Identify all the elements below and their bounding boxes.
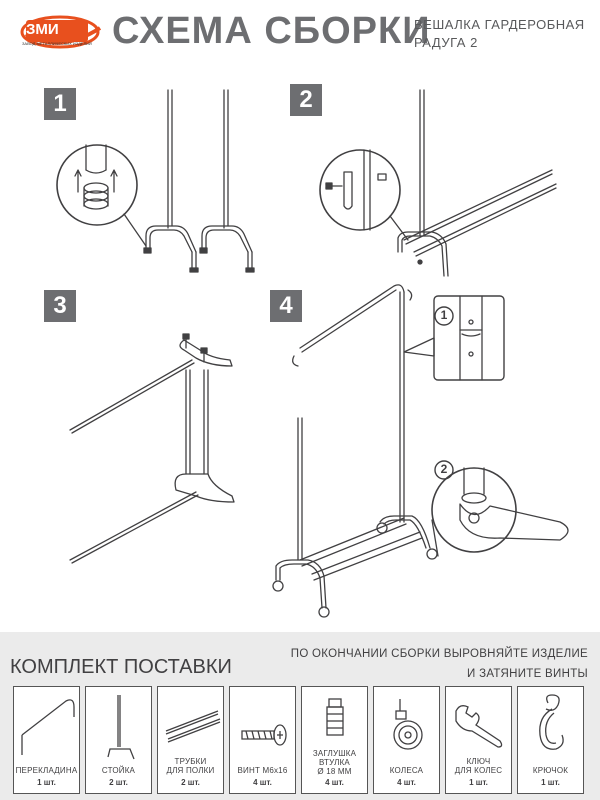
assembly-diagram: [56, 89, 569, 618]
kit-item-shelf-tubes: ТРУБКИ ДЛЯ ПОЛКИ 2 шт.: [157, 686, 224, 794]
step-1-number: 1: [44, 88, 76, 120]
logo-text: ЗМИ: [26, 21, 59, 38]
kit-title: КОМПЛЕКТ ПОСТАВКИ: [10, 656, 232, 678]
detail-2-number: 2: [440, 462, 448, 476]
kit-item-qty: 4 шт.: [253, 778, 272, 787]
kit-item-crossbar: ПЕРЕКЛАДИНА 1 шт.: [13, 686, 80, 794]
product-name-line1: ВЕШАЛКА ГАРДЕРОБНАЯ: [414, 17, 585, 32]
screw-icon: [241, 724, 287, 746]
kit-item-qty: 4 шт.: [325, 778, 344, 787]
plug-sleeve-icon: [326, 698, 344, 736]
kit-item-label: ТРУБКИ ДЛЯ ПОЛКИ: [158, 757, 223, 775]
assembly-note: ПО ОКОНЧАНИИ СБОРКИ ВЫРОВНЯЙТЕ ИЗДЕЛИЕ И…: [291, 644, 588, 684]
crossbar-icon: [21, 699, 75, 755]
kit-item-wrench: КЛЮЧ ДЛЯ КОЛЕС 1 шт.: [445, 686, 512, 794]
wheel-icon: [393, 699, 423, 750]
kit-item-label: ПЕРЕКЛАДИНА: [15, 766, 78, 775]
kit-item-qty: 1 шт.: [469, 778, 488, 787]
kit-item-wheel: КОЛЕСА 4 шт.: [373, 686, 440, 794]
kit-item-label: СТОЙКА: [101, 766, 136, 775]
page-title: СХЕМА СБОРКИ: [112, 10, 431, 52]
kit-item-label-line2: ДЛЯ ПОЛКИ: [166, 766, 215, 775]
step-4-illustration: [272, 284, 569, 618]
step-4-number: 4: [270, 290, 302, 322]
kit-item-label: ВИНТ М6x16: [237, 766, 288, 775]
kit-item-qty: 1 шт.: [541, 778, 560, 787]
kit-item-label-line1: ТРУБКИ: [174, 757, 207, 766]
kit-item-plug-sleeve: ЗАГЛУШКА ВТУЛКА Ø 18 ММ 4 шт.: [301, 686, 368, 794]
logo-subtitle: ЗАВОД МЕТАЛЛИЧЕСКИХ ИЗДЕЛИЙ: [22, 41, 92, 46]
step-2-illustration: [319, 89, 557, 277]
kit-item-upright: СТОЙКА 2 шт.: [85, 686, 152, 794]
step-3-number: 3: [44, 290, 76, 322]
shelf-tubes-icon: [165, 710, 221, 743]
wrench-icon: [455, 705, 503, 748]
kit-item-label-line3: Ø 18 ММ: [317, 767, 352, 776]
kit-item-label: КЛЮЧ ДЛЯ КОЛЕС: [446, 757, 511, 775]
kit-item-label-line2: ВТУЛКА: [319, 758, 350, 767]
kit-section: КОМПЛЕКТ ПОСТАВКИ ПО ОКОНЧАНИИ СБОРКИ ВЫ…: [0, 632, 600, 800]
step-1-illustration: [56, 89, 255, 273]
kit-item-qty: 2 шт.: [181, 778, 200, 787]
zmi-logo-icon: [20, 15, 102, 49]
kit-item-label-line2: ДЛЯ КОЛЕС: [454, 766, 503, 775]
header: ЗМИ ЗАВОД МЕТАЛЛИЧЕСКИХ ИЗДЕЛИЙ СХЕМА СБ…: [0, 0, 600, 70]
detail-1-number: 1: [440, 308, 448, 322]
kit-item-qty: 1 шт.: [37, 778, 56, 787]
kit-item-qty: 4 шт.: [397, 778, 416, 787]
hook-icon: [539, 694, 564, 750]
assembly-note-line1: ПО ОКОНЧАНИИ СБОРКИ ВЫРОВНЯЙТЕ ИЗДЕЛИЕ: [290, 648, 588, 660]
product-name: ВЕШАЛКА ГАРДЕРОБНАЯ РАДУГА 2: [414, 16, 585, 52]
kit-item-label: КОЛЕСА: [389, 766, 424, 775]
step-2-number: 2: [290, 84, 322, 116]
kit-item-label-line1: ЗАГЛУШКА: [312, 749, 357, 758]
upright-icon: [107, 695, 135, 760]
kit-item-label-line1: КЛЮЧ: [466, 757, 491, 766]
kit-item-qty: 2 шт.: [109, 778, 128, 787]
product-name-line2: РАДУГА 2: [414, 35, 478, 50]
kit-item-hook: КРЮЧОК 1 шт.: [517, 686, 584, 794]
kit-item-label: КРЮЧОК: [532, 766, 569, 775]
kit-item-screw: ВИНТ М6x16 4 шт.: [229, 686, 296, 794]
kit-item-label: ЗАГЛУШКА ВТУЛКА Ø 18 ММ: [302, 749, 367, 776]
step-3-illustration: [69, 333, 235, 564]
assembly-note-line2: И ЗАТЯНИТЕ ВИНТЫ: [467, 668, 588, 680]
